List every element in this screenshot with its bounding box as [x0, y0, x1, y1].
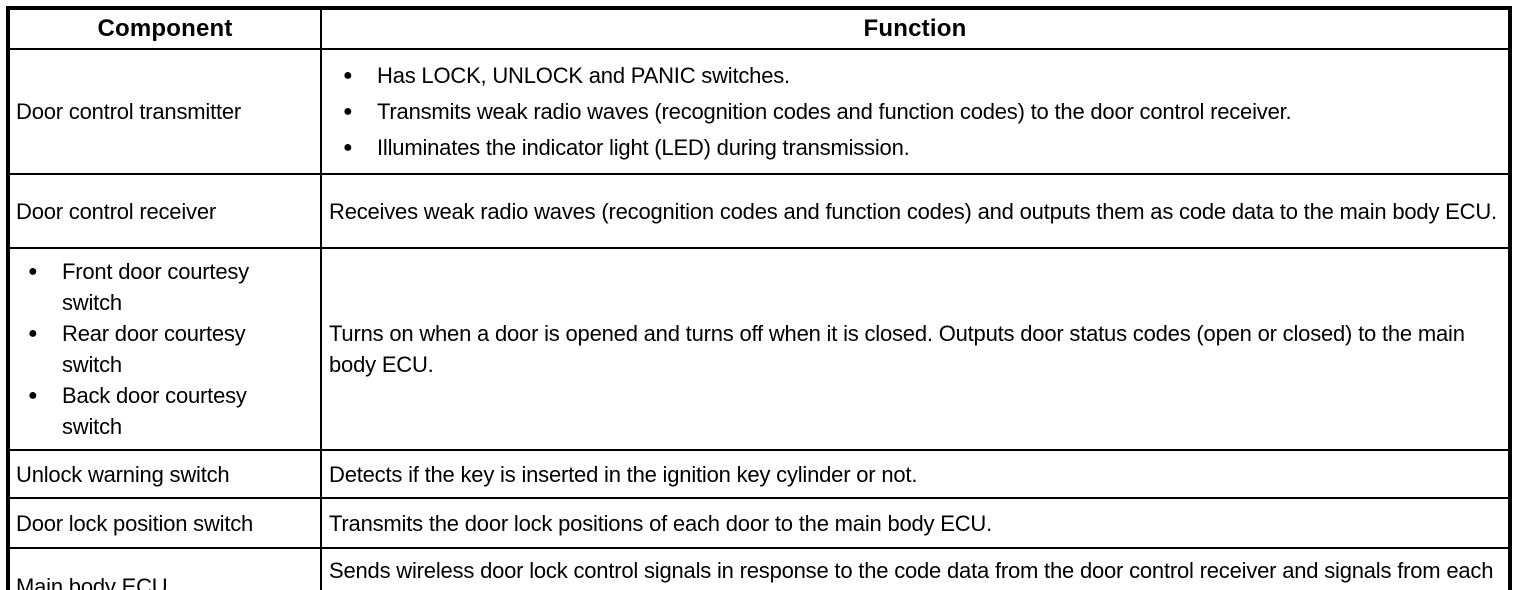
component-bullet-list: ● Front door courtesy switch ● Rear door…	[16, 256, 310, 442]
function-cell: Turns on when a door is opened and turns…	[320, 247, 1511, 451]
function-cell: Sends wireless door lock control signals…	[320, 547, 1511, 590]
component-label: Door control transmitter	[16, 99, 242, 124]
function-text: Turns on when a door is opened and turns…	[329, 321, 1465, 377]
table-header-row: Component Function	[7, 7, 1511, 50]
component-label: Unlock warning switch	[16, 461, 230, 487]
component-function-table: Component Function Door control transmit…	[6, 6, 1512, 590]
component-cell: Door lock position switch	[7, 497, 322, 549]
function-cell: Detects if the key is inserted in the ig…	[320, 449, 1511, 499]
bullet-icon: ●	[28, 387, 38, 404]
function-text: Sends wireless door lock control signals…	[329, 558, 1494, 590]
component-cell: Unlock warning switch	[7, 449, 322, 499]
list-item: ● Transmits weak radio waves (recognitio…	[329, 96, 1498, 127]
component-label: Door lock position switch	[16, 510, 254, 536]
bullet-icon: ●	[28, 263, 38, 280]
function-text: Illuminates the indicator light (LED) du…	[377, 135, 910, 160]
function-text: Transmits the door lock positions of eac…	[329, 510, 993, 536]
function-bullet-list: ● Has LOCK, UNLOCK and PANIC switches. ●…	[329, 60, 1498, 163]
list-item: ● Has LOCK, UNLOCK and PANIC switches.	[329, 60, 1498, 91]
component-cell: Door control receiver	[7, 173, 322, 249]
function-cell: Transmits the door lock positions of eac…	[320, 497, 1511, 549]
table-row: Main body ECU Sends wireless door lock c…	[7, 547, 1511, 590]
header-function: Function	[320, 7, 1511, 50]
table-row: Door lock position switch Transmits the …	[7, 497, 1511, 549]
table-row: ● Front door courtesy switch ● Rear door…	[7, 247, 1511, 451]
component-cell: ● Front door courtesy switch ● Rear door…	[7, 247, 322, 451]
table-row: Door control receiver Receives weak radi…	[7, 173, 1511, 249]
function-text: Has LOCK, UNLOCK and PANIC switches.	[377, 63, 790, 88]
list-item: ● Front door courtesy switch	[16, 256, 310, 318]
function-cell: ● Has LOCK, UNLOCK and PANIC switches. ●…	[320, 48, 1511, 175]
bullet-icon: ●	[28, 325, 38, 342]
function-text: Transmits weak radio waves (recognition …	[377, 99, 1292, 124]
function-text: Detects if the key is inserted in the ig…	[329, 461, 918, 487]
table-row: Door control transmitter ● Has LOCK, UNL…	[7, 48, 1511, 175]
component-cell: Main body ECU	[7, 547, 322, 590]
bullet-icon: ●	[343, 67, 353, 84]
component-cell: Door control transmitter	[7, 48, 322, 175]
header-component: Component	[7, 7, 322, 50]
component-text: Rear door courtesy switch	[62, 321, 246, 377]
bullet-icon: ●	[343, 103, 353, 120]
list-item: ● Back door courtesy switch	[16, 380, 310, 442]
component-text: Front door courtesy switch	[62, 259, 249, 315]
component-text: Back door courtesy switch	[62, 383, 247, 439]
component-label: Door control receiver	[16, 198, 216, 224]
list-item: ● Rear door courtesy switch	[16, 318, 310, 380]
function-cell: Receives weak radio waves (recognition c…	[320, 173, 1511, 249]
function-text: Receives weak radio waves (recognition c…	[329, 198, 1497, 224]
bullet-icon: ●	[343, 139, 353, 156]
component-label: Main body ECU	[16, 573, 168, 590]
table-row: Unlock warning switch Detects if the key…	[7, 449, 1511, 499]
list-item: ● Illuminates the indicator light (LED) …	[329, 132, 1498, 163]
